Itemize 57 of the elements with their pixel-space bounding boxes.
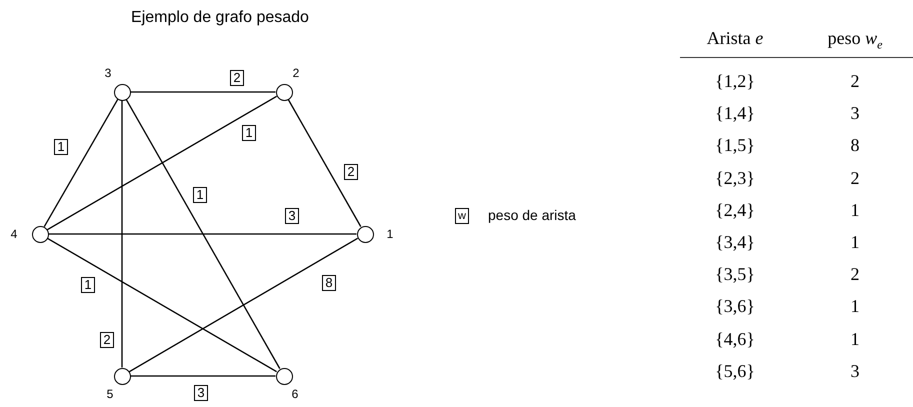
edge-weight-label: 3 [194,385,208,401]
table-cell: 3 [850,360,860,382]
edge-weight-label: 3 [285,208,299,224]
table-cell: 1 [850,296,860,318]
table-cell: {1,2} [715,71,755,92]
vertex-circle [114,84,130,100]
table-cell: {3,5} [715,264,755,286]
table-cell: {5,6} [715,360,755,382]
edge-weight-label: 8 [322,275,336,291]
table-cell: 3 [850,103,860,124]
table-cell: {1,4} [715,103,755,124]
vertex-number: 4 [10,227,18,241]
table-cell: {3,4} [715,232,755,253]
edge-weight-label: 1 [81,277,95,293]
table-cell: {4,6} [715,328,755,350]
edge-weight-label: 2 [100,332,114,348]
table-cell: 2 [850,71,860,92]
vertex-circle [276,368,292,384]
legend-text: peso de arista [488,207,576,223]
vertex-number: 5 [106,387,114,401]
graph-edge [288,99,362,227]
table-cell: 2 [850,168,860,189]
table-cell: {1,5} [715,135,755,156]
vertex-number: 1 [386,227,394,241]
table-cell: {2,3} [715,168,755,189]
table-cell: {3,6} [715,296,755,318]
table-cell: {2,4} [715,200,755,221]
table-cell: 1 [850,328,860,350]
legend-sample: w [455,208,469,224]
vertex-number: 3 [104,66,112,80]
table-cell: 1 [850,200,860,221]
graph-edge [129,238,358,372]
edge-weight-label: 1 [193,187,207,203]
title: Ejemplo de grafo pesado [131,9,309,27]
column-header: peso w$_{e}$ [828,28,882,53]
vertex-circle [276,84,292,100]
vertex-number: 6 [292,387,298,401]
graph-edge [48,233,356,235]
vertex-number: 2 [292,66,300,80]
graph-edge [130,375,276,377]
column-header: Arista e [706,28,764,49]
graph-edge [47,238,277,372]
edge-weight-label: 1 [242,125,256,141]
graph-edge [130,91,276,93]
edge-weight-label: 2 [230,70,244,86]
graph-edge [44,99,118,227]
edge-weight-label: 2 [344,164,358,180]
vertex-circle [356,226,374,242]
vertex-circle [114,368,130,384]
edge-weight-label: 1 [54,139,68,155]
table-cell: 8 [850,135,860,156]
graph-edge [47,96,277,230]
graph-edge [121,100,123,368]
table-cell: 2 [850,264,860,286]
vertex-circle [32,226,48,242]
graph-edge [126,99,280,369]
table-cell: 1 [850,232,860,253]
